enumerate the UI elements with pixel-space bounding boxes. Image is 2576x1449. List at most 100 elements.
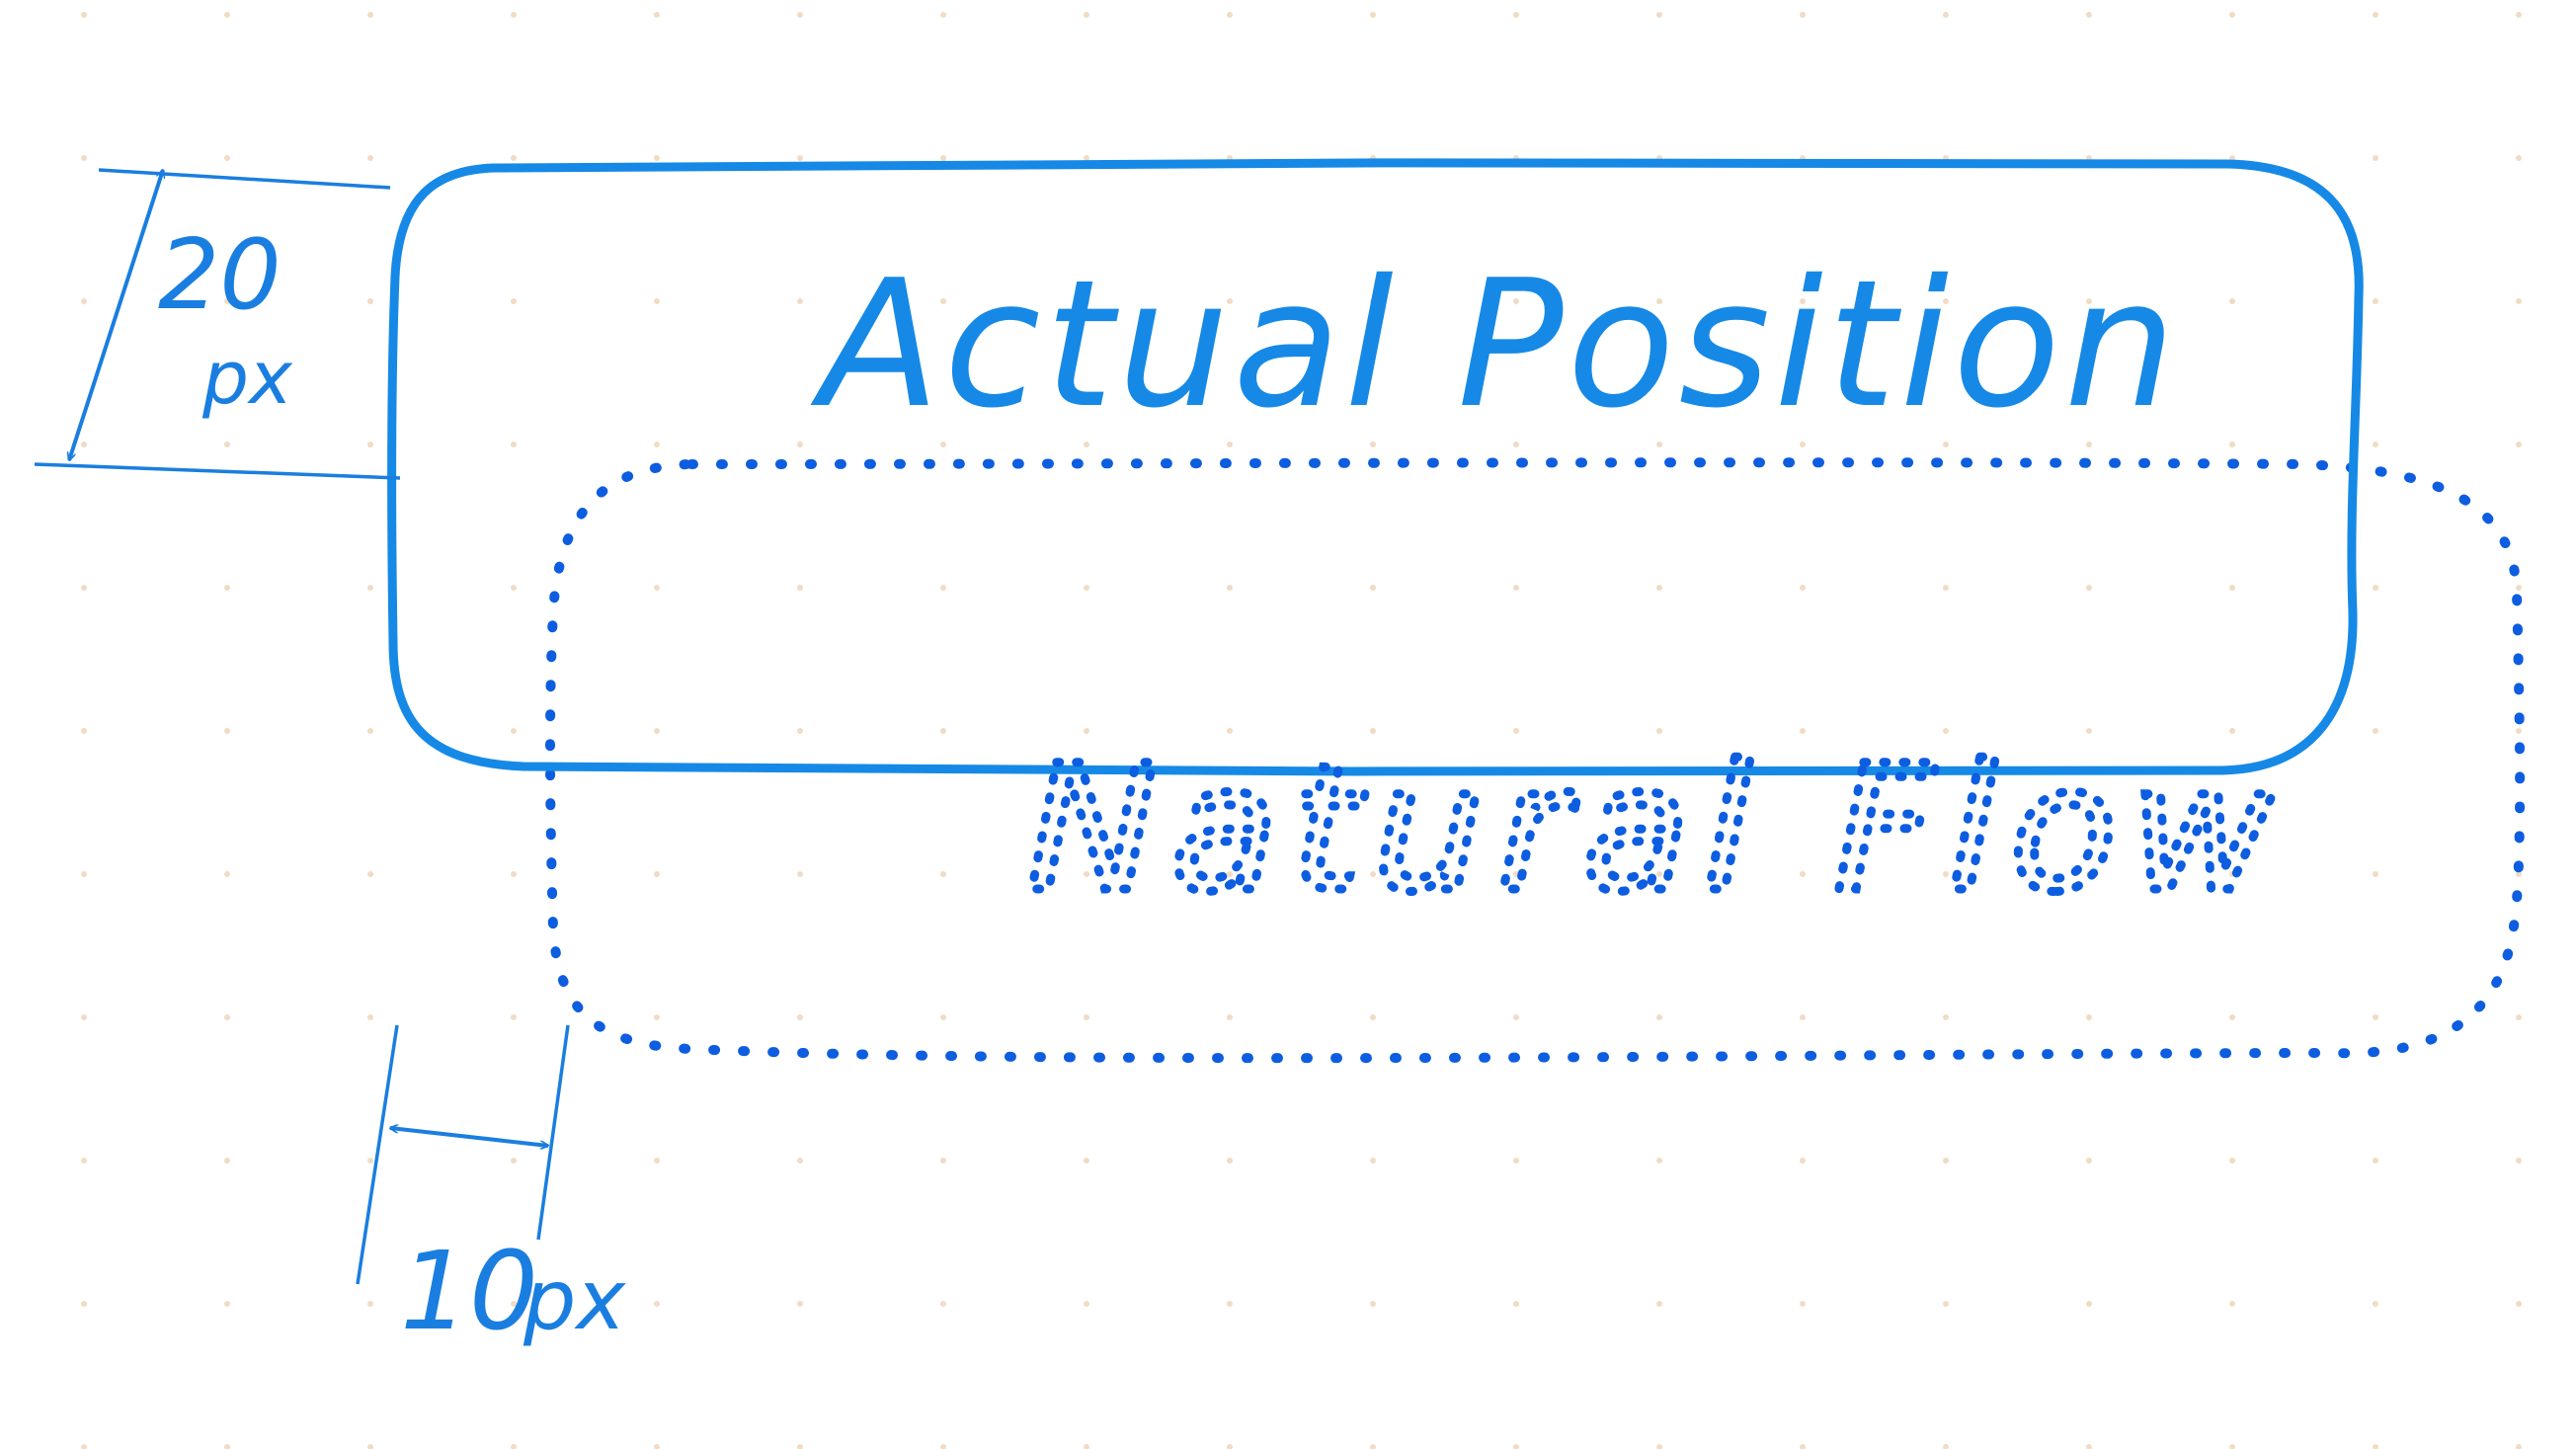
- grid-dot: [654, 728, 660, 734]
- grid-dot: [1227, 1014, 1233, 1020]
- grid-dot: [1513, 1014, 1519, 1020]
- grid-dot: [1656, 12, 1662, 18]
- grid-dot: [2516, 1301, 2522, 1307]
- grid-dot: [2516, 298, 2522, 304]
- grid-dot: [1084, 1301, 1089, 1307]
- grid-dot: [1084, 585, 1089, 591]
- grid-dot: [1800, 1301, 1806, 1307]
- grid-dot: [224, 1014, 230, 1020]
- grid-dot: [2086, 298, 2092, 304]
- grid-dot: [2373, 12, 2378, 18]
- grid-dot: [940, 585, 946, 591]
- grid-dot: [940, 298, 946, 304]
- grid-dot: [1370, 728, 1376, 734]
- grid-dot: [940, 155, 946, 161]
- grid-dot: [1943, 1301, 1949, 1307]
- grid-dot: [1227, 871, 1233, 877]
- vertical-bottom-extension-line: [34, 462, 401, 480]
- grid-dot: [2229, 1014, 2235, 1020]
- grid-dot: [511, 1014, 517, 1020]
- actual-position-label: Actual Position: [810, 242, 2180, 446]
- grid-dot: [1656, 585, 1662, 591]
- grid-dot: [797, 871, 803, 877]
- grid-dot: [2086, 871, 2092, 877]
- grid-dot: [2516, 1014, 2522, 1020]
- grid-dot: [367, 1158, 373, 1164]
- vertical-dimension-arrow: [69, 170, 163, 460]
- grid-dot: [1943, 12, 1949, 18]
- grid-dot: [1513, 871, 1519, 877]
- grid-dot: [1084, 1444, 1089, 1449]
- horizontal-right-extension-line: [536, 1024, 570, 1241]
- grid-dot: [1800, 1014, 1806, 1020]
- grid-dot: [511, 442, 517, 447]
- actual-position-outline: [387, 157, 2364, 776]
- grid-dot: [367, 442, 373, 447]
- dot-grid: [81, 12, 2522, 1449]
- grid-dot: [367, 155, 373, 161]
- horizontal-dimension-arrow: [390, 1128, 548, 1146]
- grid-dot: [2086, 1158, 2092, 1164]
- grid-dot: [224, 871, 230, 877]
- grid-dot: [1227, 442, 1233, 447]
- grid-dot: [1656, 1444, 1662, 1449]
- natural-flow-label: Natural Flow: [1027, 728, 2287, 930]
- grid-dot: [2229, 728, 2235, 734]
- grid-dot: [1656, 298, 1662, 304]
- grid-dot: [1800, 298, 1806, 304]
- grid-dot: [2373, 728, 2378, 734]
- grid-dot: [1656, 728, 1662, 734]
- grid-dot: [224, 1444, 230, 1449]
- grid-dot: [1943, 728, 1949, 734]
- grid-dot: [1943, 1158, 1949, 1164]
- grid-dot: [2516, 442, 2522, 447]
- grid-dot: [511, 12, 517, 18]
- grid-dot: [797, 442, 803, 447]
- grid-dot: [654, 155, 660, 161]
- grid-dot: [511, 155, 517, 161]
- grid-dot: [1800, 585, 1806, 591]
- grid-dot: [1227, 1158, 1233, 1164]
- vertical-dimension-value: 20: [158, 219, 282, 332]
- grid-dot: [1656, 442, 1662, 447]
- grid-dot: [654, 871, 660, 877]
- grid-dot: [2229, 585, 2235, 591]
- grid-dot: [654, 12, 660, 18]
- grid-dot: [797, 585, 803, 591]
- grid-dot: [1943, 585, 1949, 591]
- grid-dot: [654, 442, 660, 447]
- grid-dot: [1800, 728, 1806, 734]
- grid-dot: [367, 12, 373, 18]
- grid-dot: [1656, 1301, 1662, 1307]
- grid-dot: [1800, 12, 1806, 18]
- grid-dot: [1800, 871, 1806, 877]
- grid-dot: [367, 1014, 373, 1020]
- grid-dot: [797, 1014, 803, 1020]
- grid-dot: [940, 728, 946, 734]
- grid-dot: [2516, 728, 2522, 734]
- horizontal-dimension: 10 px: [356, 1024, 626, 1354]
- grid-dot: [511, 1444, 517, 1449]
- grid-dot: [224, 298, 230, 304]
- grid-dot: [367, 298, 373, 304]
- grid-dot: [2516, 155, 2522, 161]
- grid-dot: [2516, 585, 2522, 591]
- grid-dot: [1084, 1158, 1089, 1164]
- grid-dot: [1084, 1014, 1089, 1020]
- horizontal-dimension-value: 10: [400, 1228, 538, 1354]
- grid-dot: [797, 1301, 803, 1307]
- grid-dot: [1513, 1301, 1519, 1307]
- grid-dot: [940, 1301, 946, 1307]
- grid-dot: [940, 1158, 946, 1164]
- grid-dot: [940, 871, 946, 877]
- grid-dot: [797, 298, 803, 304]
- grid-dot: [81, 298, 87, 304]
- grid-dot: [224, 155, 230, 161]
- grid-dot: [2229, 298, 2235, 304]
- grid-dot: [2086, 442, 2092, 447]
- grid-dot: [2229, 12, 2235, 18]
- grid-dot: [2516, 12, 2522, 18]
- actual-position-box: [387, 157, 2364, 776]
- grid-dot: [81, 1158, 87, 1164]
